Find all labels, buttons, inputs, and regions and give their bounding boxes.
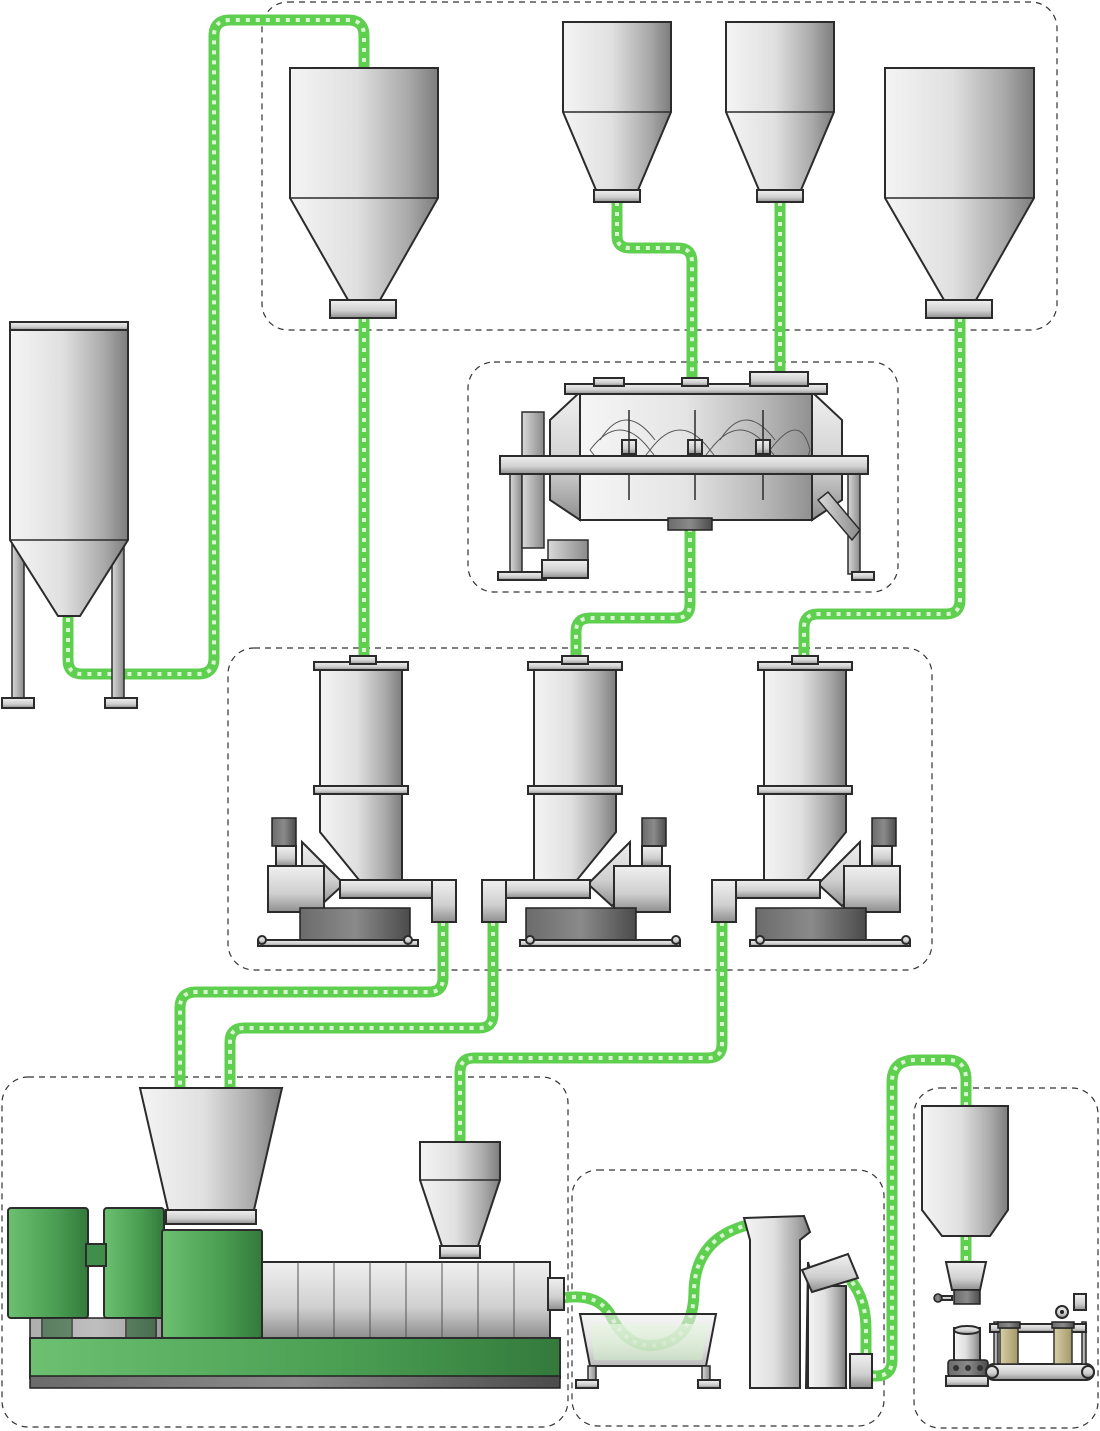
extruder-side-hopper [419,1141,501,1259]
loss-in-weight-feeder-3 [711,655,911,947]
ribbon-mixer [497,371,875,581]
conveying-lines [62,14,972,1382]
zone-mixer [467,361,899,593]
zone-packaging [913,1087,1099,1429]
storage-hopper-4 [884,67,1035,319]
strand-pelletizer [742,1214,812,1389]
outdoor-silo [1,321,138,709]
storage-hopper-3 [725,21,835,203]
bagging-hopper [921,1105,1009,1237]
storage-hopper-2 [562,21,672,203]
classifier [800,1252,873,1389]
loss-in-weight-feeder-1 [257,655,457,947]
storage-hopper-1 [289,67,439,319]
zone-gravimetric-feeders [227,647,933,971]
water-bath [575,1313,721,1389]
twin-screw-extruder [7,1207,565,1389]
bagging-station [933,1261,1095,1387]
loss-in-weight-feeder-2 [481,655,681,947]
extruder-main-hopper [138,1087,284,1225]
zone-extrusion [1,1076,569,1428]
